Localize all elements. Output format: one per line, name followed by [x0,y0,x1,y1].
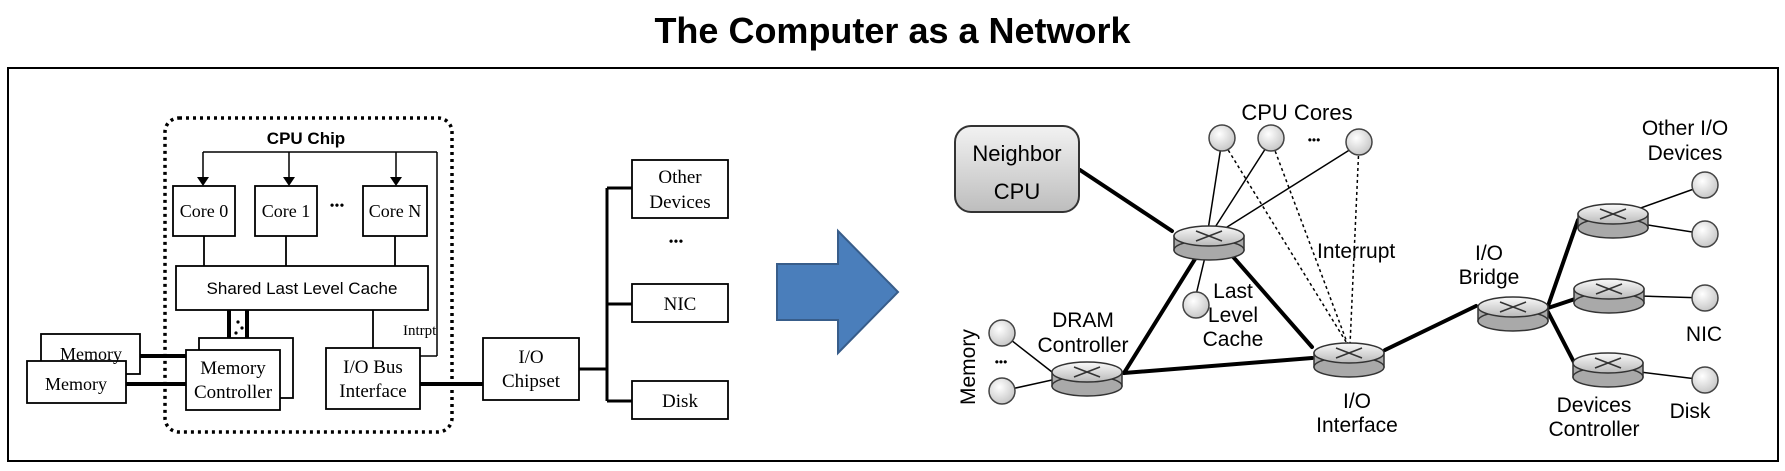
cpu-core-node [1208,124,1236,152]
llc-node [1182,291,1210,319]
cpu-cores-ellipsis: ••• [1308,133,1321,147]
memory-node [988,377,1016,405]
memory-node [988,319,1016,347]
dot [236,320,240,324]
other-io-label-2: Devices [1648,142,1723,165]
llc-label-3: Cache [1203,328,1264,351]
dot [234,331,238,335]
dot [240,326,244,330]
interrupt-label: Interrupt [1317,240,1395,263]
cpu-cores-label: CPU Cores [1241,100,1352,125]
disk-node [1691,366,1719,394]
dram-label-1: DRAM [1052,309,1114,332]
io-chipset-label-1: I/O [518,347,543,368]
other-devices-router-icon [1577,203,1649,239]
core-1-label: Core 1 [262,201,311,221]
nic-label: NIC [664,294,697,315]
disk-box [631,380,729,420]
disk-label: Disk [1670,400,1711,423]
page-title: The Computer as a Network [654,10,1131,51]
dram-label-2: Controller [1037,334,1128,357]
memory-back-label: Memory [60,344,122,364]
io-bridge-label-2: Bridge [1459,266,1520,289]
io-bridge-label-1: I/O [1475,242,1503,265]
memory-ellipsis: ••• [995,355,1008,369]
nic-node [1691,284,1719,312]
cpu-core-node [1345,128,1373,156]
core-n-label: Core N [369,201,422,221]
dram-controller-router-icon [1051,361,1123,397]
core-ellipsis: ••• [330,199,345,214]
other-devices-label-1: Other [658,167,702,188]
disk-label: Disk [662,391,698,412]
memory-controller-box [185,349,281,411]
io-chipset-label-2: Chipset [502,371,561,392]
nic-router-icon [1573,278,1645,314]
io-bus-label-2: Interface [339,381,407,402]
devices-controller-label-1: Devices [1557,394,1632,417]
llc-router-icon [1173,225,1245,261]
transform-arrow-icon [776,228,900,356]
io-bridge-router-icon [1477,296,1549,332]
neighbor-cpu-node [954,125,1080,213]
memory-controller-label-1: Memory [200,358,266,379]
other-io-device-node [1691,171,1719,199]
right-network-diagram [954,124,1719,405]
other-devices-box [631,159,729,219]
memory-label: Memory [957,329,980,405]
io-interface-label-1: I/O [1343,390,1371,413]
devices-ellipsis: ••• [669,235,684,250]
cpu-chip-label: CPU Chip [267,129,345,148]
io-interface-router-icon [1313,342,1385,378]
neighbor-cpu-label-2: CPU [994,179,1040,204]
llc-box [175,265,429,311]
memory-front-label: Memory [45,374,107,394]
core-0-label: Core 0 [180,201,229,221]
io-interface-label-2: Interface [1316,414,1398,437]
figure-frame [7,67,1779,462]
devices-controller-router-icon [1572,352,1644,388]
cpu-core-node [1257,124,1285,152]
memory-controller-label-2: Controller [194,382,273,403]
llc-label-2: Level [1208,304,1258,327]
other-devices-label-2: Devices [649,192,710,213]
llc-label-1: Last [1213,280,1253,303]
nic-label: NIC [1686,323,1722,346]
io-bus-label-1: I/O Bus [343,357,403,378]
neighbor-cpu-label-1: Neighbor [972,141,1061,166]
left-architecture-diagram [26,116,729,434]
other-io-device-node [1691,220,1719,248]
memory-box [26,360,127,404]
intrpt-label: Intrpt [403,323,437,339]
nic-box [631,283,729,323]
llc-label: Shared Last Level Cache [207,279,398,298]
devices-controller-label-2: Controller [1548,418,1639,441]
other-io-label-1: Other I/O [1642,117,1728,140]
